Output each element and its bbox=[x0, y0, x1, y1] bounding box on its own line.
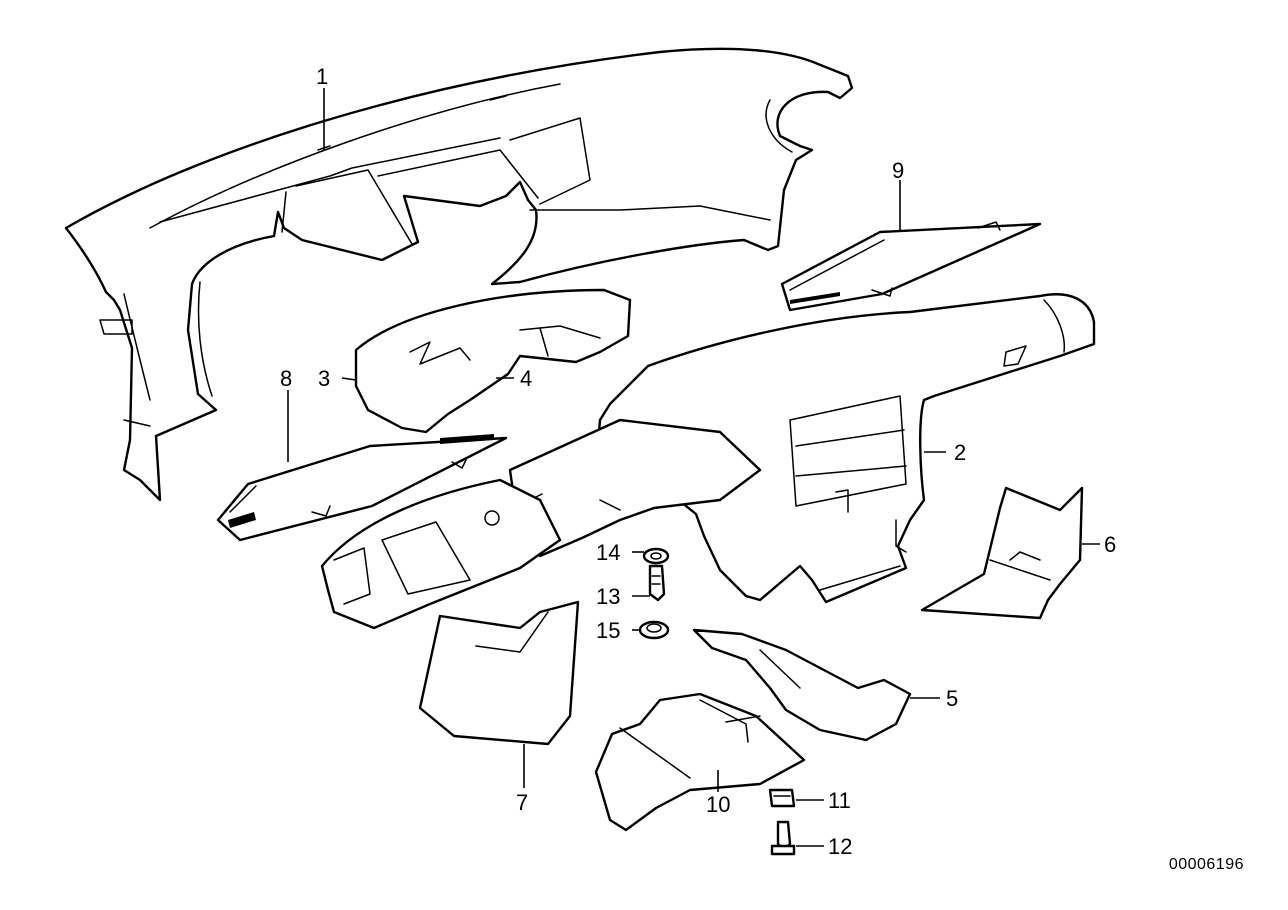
callout-11: 11 bbox=[828, 788, 851, 813]
callout-15: 15 bbox=[596, 618, 620, 643]
lower-trim-left[interactable] bbox=[418, 600, 580, 746]
callout-3: 3 bbox=[318, 366, 330, 391]
trim-cover-left[interactable] bbox=[216, 434, 508, 542]
callout-1: 1 bbox=[316, 64, 328, 89]
callout-2: 2 bbox=[954, 440, 966, 465]
side-trim-right[interactable] bbox=[920, 486, 1084, 620]
steering-column-support[interactable] bbox=[320, 418, 762, 630]
callout-4: 4 bbox=[520, 366, 532, 391]
center-console-body[interactable] bbox=[594, 293, 1096, 604]
air-duct[interactable] bbox=[692, 628, 912, 742]
callout-9: 9 bbox=[892, 158, 904, 183]
fastener-grommet[interactable] bbox=[638, 620, 670, 640]
callout-14: 14 bbox=[596, 540, 620, 565]
fastener-clip-nut[interactable] bbox=[768, 788, 796, 808]
callout-7: 7 bbox=[516, 790, 528, 815]
trim-cover-right[interactable] bbox=[780, 221, 1042, 312]
callout-6: 6 bbox=[1104, 532, 1116, 557]
fastener-expansion-rivet[interactable] bbox=[648, 564, 666, 602]
drawing-number: 00006196 bbox=[1168, 856, 1244, 873]
dashboard-top-panel[interactable] bbox=[64, 47, 854, 502]
fastener-washer[interactable] bbox=[642, 547, 670, 565]
callout-10: 10 bbox=[706, 792, 730, 817]
instrument-cluster-hood[interactable] bbox=[354, 288, 632, 434]
callout-13: 13 bbox=[596, 584, 620, 609]
callout-12: 12 bbox=[828, 834, 852, 859]
callout-labels: 1 2 3 4 5 6 7 8 9 10 11 12 13 14 15 bbox=[280, 64, 1116, 859]
callout-5: 5 bbox=[946, 686, 958, 711]
callout-8: 8 bbox=[280, 366, 292, 391]
fastener-screw[interactable] bbox=[770, 820, 796, 856]
leader-lines bbox=[287, 88, 1100, 847]
lower-cover-panel[interactable] bbox=[594, 692, 806, 832]
